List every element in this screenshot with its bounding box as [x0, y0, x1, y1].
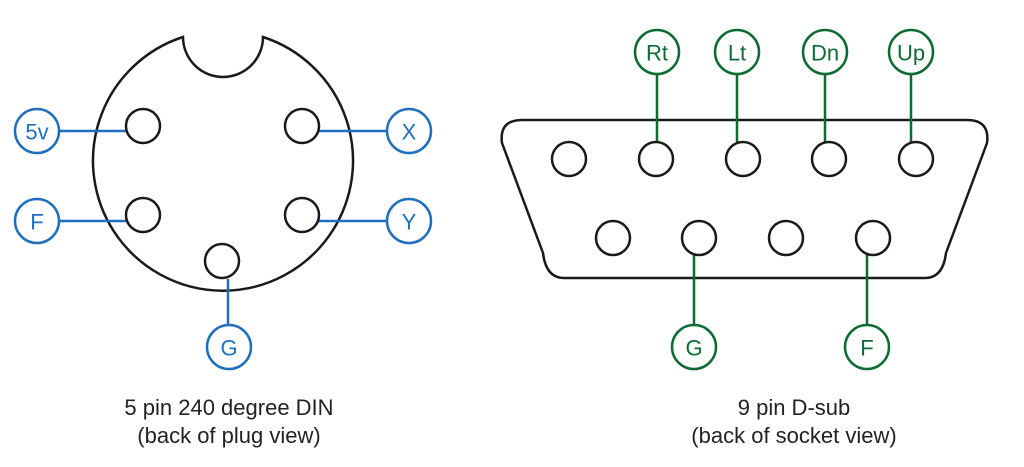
din-label-5v: 5v — [25, 120, 48, 145]
dsub-label-ring-lt — [713, 28, 761, 76]
din-label-ring-x — [385, 107, 433, 155]
dsub-label-ring-f — [843, 323, 891, 371]
din-caption-title: 5 pin 240 degree DIN — [124, 395, 334, 420]
dsub-label-ring-dn — [801, 28, 849, 76]
dsub-label-lt: Lt — [728, 41, 746, 66]
dsub-label-g: G — [685, 336, 702, 361]
dsub-label-f: F — [860, 336, 873, 361]
dsub-caption-title: 9 pin D-sub — [737, 395, 851, 420]
dsub-label-ring-up — [887, 28, 935, 76]
dsub-label-rt: Rt — [646, 41, 668, 66]
din-pin-5v — [124, 107, 162, 145]
dsub-pin-5 — [550, 140, 588, 178]
dsub-pin-6 — [854, 219, 892, 257]
dsub-caption-subtitle: (back of socket view) — [691, 423, 897, 448]
dsub-pin-2 — [810, 140, 848, 178]
dsub-label-dn: Dn — [811, 41, 839, 66]
dsub-pin-8 — [680, 219, 718, 257]
dsub-connector-body — [500, 118, 989, 280]
din-label-ring-g — [205, 323, 253, 371]
din-pin-g — [203, 242, 241, 280]
din-pin-y — [283, 196, 321, 234]
din-label-g: G — [220, 336, 237, 361]
din-label-ring-5v — [13, 107, 61, 155]
din-caption: 5 pin 240 degree DIN (back of plug view) — [29, 394, 429, 450]
din-label-ring-f — [13, 197, 61, 245]
dsub-pin-9 — [594, 219, 632, 257]
dsub-pin-4 — [637, 140, 675, 178]
din-label-ring-y — [385, 197, 433, 245]
dsub-pin-1 — [897, 140, 935, 178]
dsub-label-up: Up — [897, 41, 925, 66]
din-caption-subtitle: (back of plug view) — [137, 423, 321, 448]
dsub-pin-3 — [724, 140, 762, 178]
dsub-pin-7 — [767, 219, 805, 257]
din-label-y: Y — [402, 210, 417, 235]
din-pin-f — [124, 196, 162, 234]
dsub-caption: 9 pin D-sub (back of socket view) — [594, 394, 994, 450]
dsub-label-ring-rt — [633, 28, 681, 76]
din-label-x: X — [402, 120, 417, 145]
din-connector-body — [91, 35, 355, 292]
dsub-label-ring-g — [670, 323, 718, 371]
din-label-f: F — [30, 210, 43, 235]
din-pin-x — [283, 107, 321, 145]
